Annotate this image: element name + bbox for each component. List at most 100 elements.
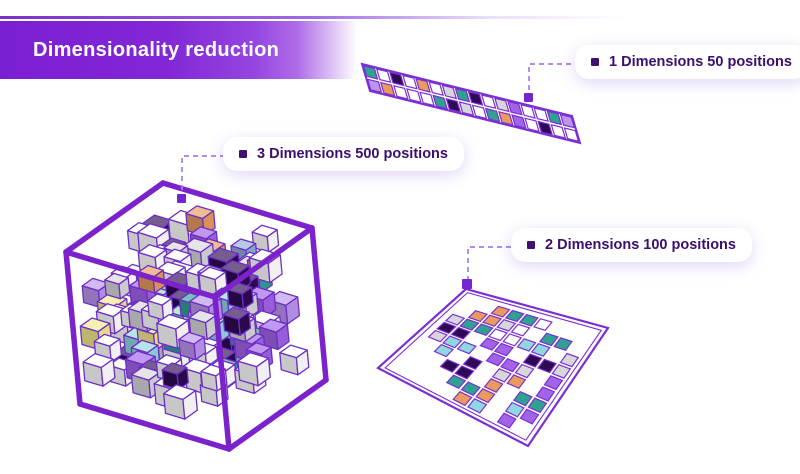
cubie-face bbox=[241, 286, 254, 310]
label-1d: 1 Dimensions 50 positions bbox=[575, 45, 800, 79]
strip-cell bbox=[432, 94, 448, 110]
plane-cell bbox=[504, 309, 525, 323]
plane-cell bbox=[504, 401, 525, 418]
plane-cell bbox=[491, 368, 512, 383]
label-3d: 3 Dimensions 500 positions bbox=[223, 137, 464, 171]
plane-cell bbox=[493, 342, 515, 357]
plane-cell bbox=[485, 352, 506, 367]
strip-cell bbox=[546, 110, 563, 126]
plane-cell bbox=[543, 375, 564, 391]
cube-marker-icon bbox=[177, 194, 186, 203]
strip-cell bbox=[484, 107, 501, 123]
plane-cell bbox=[475, 388, 496, 404]
plane-cell bbox=[514, 363, 535, 379]
connector-line bbox=[467, 246, 520, 279]
plane-2d bbox=[376, 287, 610, 448]
strip-cell bbox=[458, 101, 475, 117]
cubie-face bbox=[267, 254, 283, 284]
cubie-face bbox=[193, 336, 207, 361]
plane-cell bbox=[456, 341, 477, 355]
strip-cell bbox=[428, 81, 444, 97]
strip-cell bbox=[366, 78, 383, 94]
plane-cell bbox=[433, 343, 455, 358]
strip-cell bbox=[494, 97, 510, 113]
strip-cell bbox=[498, 110, 514, 126]
cubie-face bbox=[182, 389, 198, 420]
plane-cell bbox=[460, 381, 481, 397]
cubie-face bbox=[100, 358, 116, 387]
label-2d-text: 2 Dimensions 100 positions bbox=[545, 237, 736, 253]
strip-cell bbox=[537, 120, 553, 136]
plane-cell bbox=[535, 386, 556, 402]
plane-cell bbox=[519, 408, 540, 425]
strip-cell bbox=[533, 107, 549, 123]
plane-cell bbox=[510, 323, 531, 337]
strip-cell bbox=[471, 104, 488, 120]
strip-cell bbox=[563, 127, 580, 143]
strip-cell bbox=[559, 113, 576, 129]
strip-cell bbox=[550, 123, 567, 139]
cubie-face bbox=[255, 357, 271, 387]
square-bullet-icon bbox=[591, 58, 599, 66]
strip-cell bbox=[454, 87, 471, 103]
strip-1d bbox=[360, 62, 582, 145]
strip-cell bbox=[445, 97, 462, 113]
plane-cell bbox=[427, 329, 449, 343]
label-1d-text: 1 Dimensions 50 positions bbox=[609, 54, 792, 70]
strip-cell bbox=[415, 77, 431, 93]
top-accent-line bbox=[0, 16, 680, 19]
strip-cell bbox=[402, 74, 418, 90]
plane-cell bbox=[442, 335, 463, 349]
cube-cubies bbox=[79, 205, 310, 420]
plane-cell bbox=[481, 314, 503, 327]
plane-cell bbox=[516, 338, 537, 352]
plane-cell bbox=[445, 374, 467, 390]
plane-cell bbox=[450, 326, 472, 340]
plane-cell bbox=[436, 321, 457, 334]
plane-cell bbox=[452, 390, 473, 407]
strip-marker-icon bbox=[524, 93, 533, 102]
plane-cell bbox=[522, 353, 543, 368]
plane-cell bbox=[530, 342, 551, 357]
plane-cell bbox=[462, 355, 483, 370]
strip-cell bbox=[520, 103, 536, 119]
plane-cell bbox=[467, 398, 488, 414]
plane-cell bbox=[490, 305, 511, 318]
plane-cell bbox=[496, 319, 517, 332]
plane-cell bbox=[467, 310, 489, 322]
plane-cell bbox=[551, 363, 572, 379]
page-title: Dimensionality reduction bbox=[33, 39, 280, 61]
plane-cell bbox=[496, 412, 517, 429]
title-banner: Dimensionality reduction bbox=[0, 21, 372, 79]
cubie-face bbox=[238, 311, 252, 337]
plane-cell bbox=[506, 374, 527, 390]
cube-wireframe-front bbox=[63, 225, 329, 452]
plane-cell bbox=[500, 358, 521, 373]
plane-cell bbox=[473, 323, 494, 336]
square-bullet-icon bbox=[239, 150, 247, 158]
strip-cell bbox=[467, 90, 484, 106]
strip-cell bbox=[379, 81, 396, 97]
plane-cell bbox=[537, 358, 557, 374]
plane-cell bbox=[527, 397, 548, 414]
label-3d-text: 3 Dimensions 500 positions bbox=[257, 146, 448, 162]
cube-wireframe-back bbox=[63, 180, 315, 255]
plane-cell bbox=[539, 332, 559, 347]
strip-cell bbox=[419, 91, 435, 107]
strip-cell bbox=[389, 71, 405, 87]
plane-cell bbox=[444, 313, 466, 326]
strip-cell bbox=[524, 117, 540, 133]
plane-cell bbox=[439, 358, 461, 373]
plane-cell bbox=[502, 333, 523, 347]
strip-cell bbox=[406, 88, 422, 104]
plane-cell bbox=[518, 313, 539, 327]
cubie-face bbox=[295, 349, 310, 376]
plane-cell bbox=[553, 337, 573, 352]
plane-cell bbox=[459, 318, 480, 331]
strip-cell bbox=[441, 84, 458, 100]
square-bullet-icon bbox=[527, 241, 535, 249]
strip-cell bbox=[362, 64, 379, 80]
plane-marker-icon bbox=[462, 279, 472, 289]
